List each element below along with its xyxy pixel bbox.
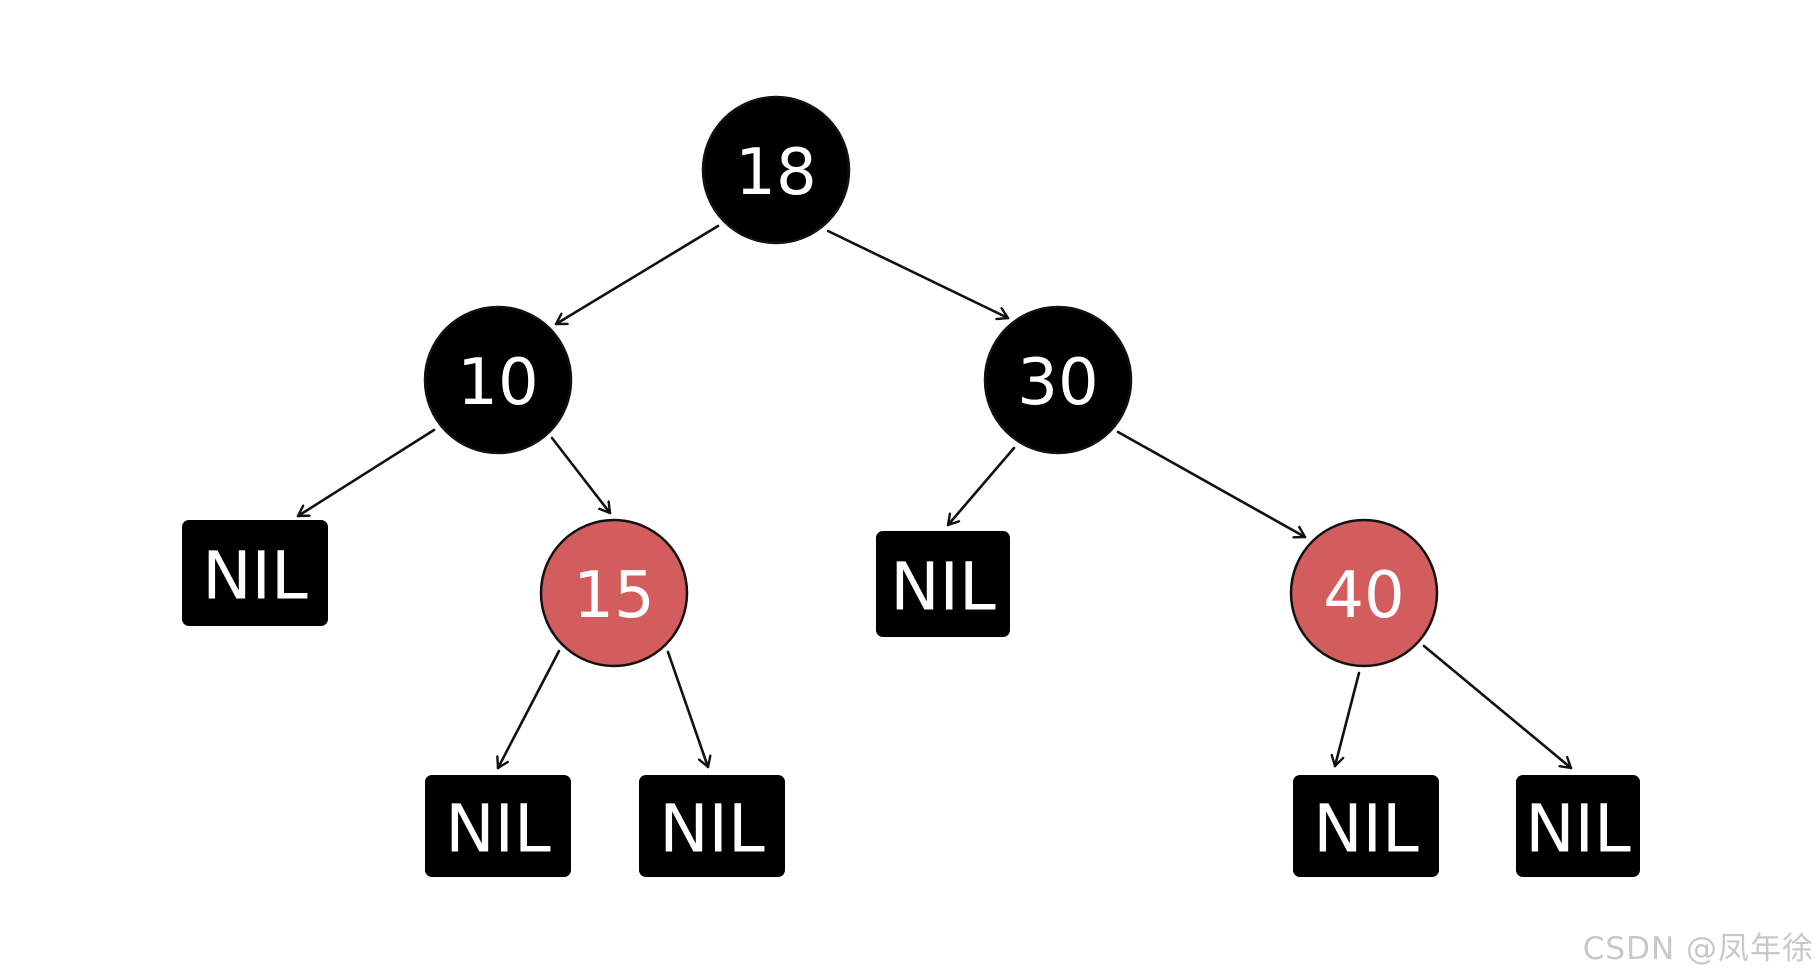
edge-n15-to-nil_c <box>666 650 708 769</box>
nil-box <box>1516 775 1640 877</box>
nil-box <box>639 775 785 877</box>
edge-n10-to-n15 <box>550 436 612 515</box>
nil-box <box>425 775 571 877</box>
nil-label: NIL <box>1525 791 1631 868</box>
tree-node-15: 15 <box>539 518 689 668</box>
edge-n18-to-n30 <box>826 229 1010 318</box>
node-value-label: 40 <box>1323 559 1404 633</box>
nil-leaf: NIL <box>1516 775 1640 877</box>
node-value-label: 30 <box>1017 346 1098 420</box>
edge-n18-to-n10 <box>554 224 720 326</box>
red-node-circle <box>539 518 689 668</box>
tree-node-40: 40 <box>1289 518 1439 668</box>
nil-box <box>876 531 1010 637</box>
tree-node-18: 18 <box>701 95 851 245</box>
black-node-circle <box>983 305 1133 455</box>
nil-label: NIL <box>659 791 765 868</box>
nil-label: NIL <box>202 538 308 615</box>
tree-node-10: 10 <box>423 305 573 455</box>
nil-box <box>182 520 328 626</box>
black-node-circle <box>423 305 573 455</box>
red-node-circle <box>1289 518 1439 668</box>
node-value-label: 15 <box>573 559 654 633</box>
edges-layer <box>296 224 1573 770</box>
nil-leaf: NIL <box>425 775 571 877</box>
nil-label: NIL <box>445 791 551 868</box>
watermark: CSDN @凤年徐 <box>1582 931 1814 967</box>
edge-n40-to-nil_f <box>1422 644 1573 770</box>
nil-box <box>1293 775 1439 877</box>
nil-leaf: NIL <box>639 775 785 877</box>
black-node-circle <box>701 95 851 245</box>
edge-n30-to-n40 <box>1116 430 1307 537</box>
nil-label: NIL <box>890 549 996 626</box>
nil-leaf: NIL <box>876 531 1010 637</box>
edge-n10-to-nil_a <box>296 428 436 518</box>
nil-label: NIL <box>1313 791 1419 868</box>
node-value-label: 10 <box>457 346 538 420</box>
edge-n40-to-nil_e <box>1335 671 1361 768</box>
edge-n30-to-nil_d <box>946 446 1016 527</box>
node-value-label: 18 <box>735 136 816 210</box>
edge-n15-to-nil_b <box>498 649 561 770</box>
nil-leaf: NIL <box>1293 775 1439 877</box>
nil-leaf: NIL <box>182 520 328 626</box>
tree-node-30: 30 <box>983 305 1133 455</box>
